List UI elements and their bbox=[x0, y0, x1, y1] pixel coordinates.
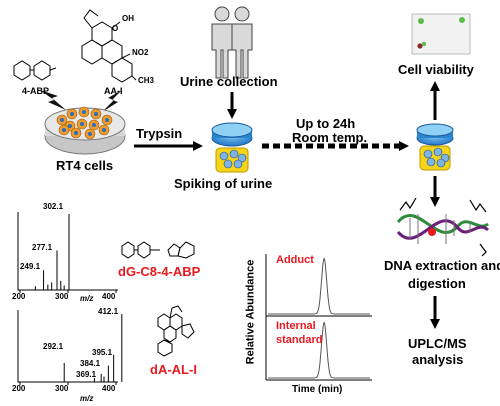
spec2-xtick-200: 200 bbox=[12, 384, 26, 393]
spec1-xtick-400: 400 bbox=[102, 292, 116, 301]
chromatogram-panel bbox=[265, 254, 372, 381]
ms-spectrum-1 bbox=[17, 212, 118, 293]
chrom-internal-label-2: standard bbox=[276, 334, 323, 346]
4-abp-structure bbox=[13, 60, 57, 81]
chrom-xlabel: Time (min) bbox=[292, 384, 343, 395]
urine-dish-right bbox=[416, 123, 454, 171]
rt4-cell-dish bbox=[44, 106, 126, 155]
spec1-xtick-300: 300 bbox=[55, 292, 69, 301]
dg-c8-4-abp-structure bbox=[121, 241, 195, 259]
spec2-peak-label-292: 292.1 bbox=[43, 342, 64, 351]
spec1-peak-label-277: 277.1 bbox=[32, 243, 53, 252]
chromatogram-internal-standard-trace bbox=[268, 321, 370, 379]
spec1-peak-label-249: 249.1 bbox=[20, 262, 41, 271]
spec2-xlabel: m/z bbox=[80, 394, 94, 403]
cell-viability-image bbox=[411, 13, 471, 55]
chrom-adduct-label: Adduct bbox=[276, 254, 314, 266]
spec1-xlabel: m/z bbox=[80, 294, 94, 303]
uplc-ms-label-1: UPLC/MS bbox=[408, 336, 467, 351]
cell-viability-label: Cell viability bbox=[398, 62, 474, 77]
urine-collection-label: Urine collection bbox=[180, 74, 278, 89]
spec2-peak-label-395: 395.1 bbox=[92, 348, 113, 357]
4-abp-label: 4-ABP bbox=[22, 86, 50, 96]
spec2-peak-label-384: 384.1 bbox=[80, 359, 101, 368]
da-al-i-structure bbox=[157, 305, 195, 357]
uplc-ms-label-2: analysis bbox=[412, 352, 464, 367]
spec2-xtick-300: 300 bbox=[55, 384, 69, 393]
chrom-ylabel: Relative Abundance bbox=[244, 259, 257, 365]
aa-i-oh-label: OH bbox=[122, 14, 134, 23]
spec2-xtick-400: 400 bbox=[102, 384, 116, 393]
spec1-peak-label-302: 302.1 bbox=[43, 202, 64, 211]
exposure-bolt-left bbox=[40, 90, 66, 110]
urine-donors-icon bbox=[211, 6, 253, 79]
chrom-internal-label-1: Internal bbox=[276, 320, 316, 332]
spiking-label: Spiking of urine bbox=[174, 176, 273, 191]
spec2-peak-label-369: 369.1 bbox=[76, 370, 97, 379]
da-al-i-title: dA-AL-I bbox=[150, 362, 197, 377]
rt4-cells-label: RT4 cells bbox=[56, 158, 114, 173]
chromatogram-adduct-trace bbox=[268, 257, 370, 315]
ms-spectrum-2 bbox=[17, 310, 123, 385]
aa-i-no2-label: NO2 bbox=[132, 48, 149, 57]
incubation-temp-label: Room temp. bbox=[292, 130, 368, 145]
spec1-xtick-200: 200 bbox=[12, 292, 26, 301]
urine-dish-center bbox=[211, 122, 253, 173]
dna-extraction-label-2: digestion bbox=[408, 276, 466, 291]
aa-i-label: AA-I bbox=[104, 86, 123, 96]
dna-extraction-label-1: DNA extraction and bbox=[384, 258, 500, 273]
spec2-peak-label-412: 412.1 bbox=[98, 307, 119, 316]
trypsin-label: Trypsin bbox=[136, 126, 183, 141]
aa-i-structure bbox=[81, 9, 137, 83]
dna-helix-icon bbox=[396, 197, 490, 257]
dg-c8-4-abp-title: dG-C8-4-ABP bbox=[118, 264, 201, 279]
aa-i-o-label: O bbox=[112, 24, 119, 33]
aa-i-och3-label: CH3 bbox=[138, 76, 155, 85]
incubation-time-label: Up to 24h bbox=[296, 116, 356, 131]
